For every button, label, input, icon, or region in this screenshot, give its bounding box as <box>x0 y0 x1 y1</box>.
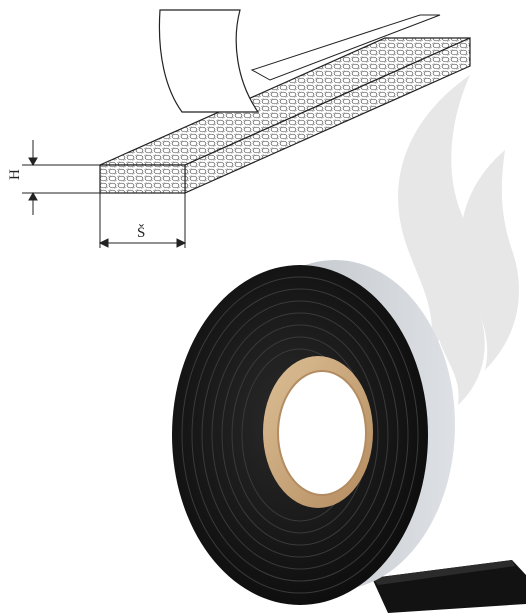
unrolled-strip <box>372 560 526 613</box>
width-dimension <box>98 193 187 248</box>
foam-tape-roll-photo <box>172 260 526 613</box>
flame-watermark-icon <box>398 75 520 405</box>
tape-front-face <box>99 164 186 194</box>
height-label: H <box>7 169 23 180</box>
liner-on-tape <box>250 14 441 81</box>
width-label: Š <box>137 224 145 241</box>
foam-tape-cross-section-illustration: H Š <box>7 9 471 248</box>
peeled-liner <box>158 9 260 113</box>
height-dimension <box>22 140 100 215</box>
